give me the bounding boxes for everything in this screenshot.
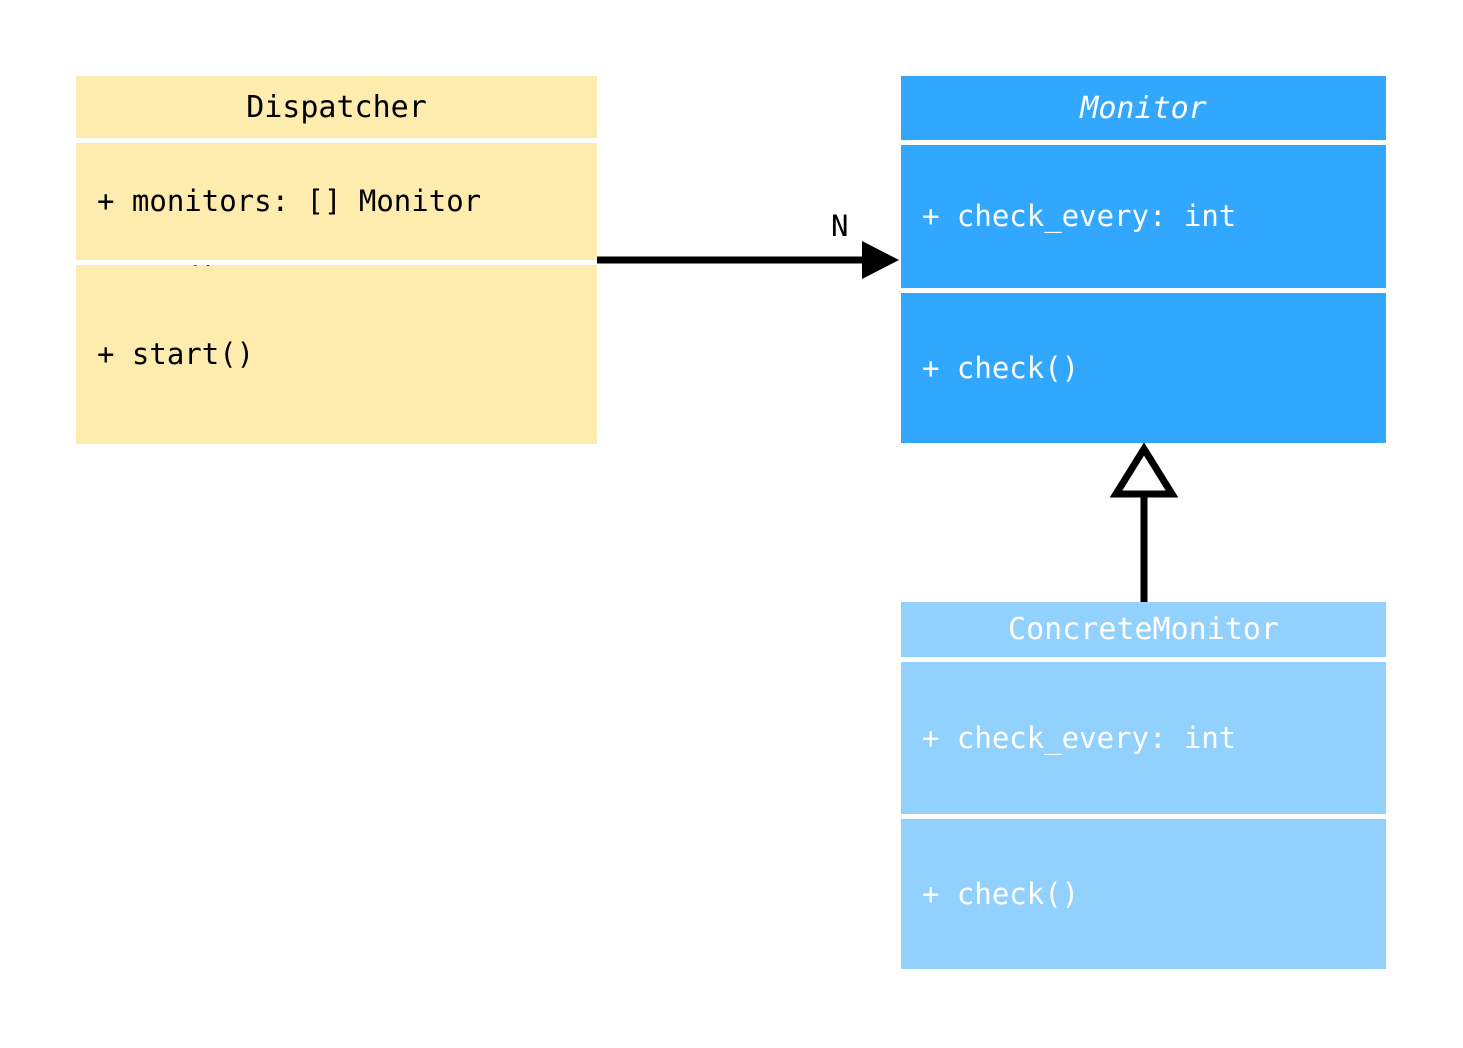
class-name-monitor: Monitor <box>1080 90 1207 126</box>
association-dispatcher-to-monitor <box>597 241 899 279</box>
attribute-item: + check_every: int <box>922 199 1237 234</box>
operation-item: + stop() <box>97 440 597 444</box>
attribute-item: + check_every: int <box>922 720 1237 755</box>
class-name-dispatcher: Dispatcher <box>246 89 427 125</box>
class-attributes-compartment-monitor: + check_every: int <box>901 145 1386 288</box>
class-operations-compartment-concretemonitor: + check() <box>901 819 1386 969</box>
operation-list-dispatcher: + run() + start() + stop() <box>76 265 597 444</box>
class-attributes-compartment-concretemonitor: + check_every: int <box>901 662 1386 814</box>
attribute-list-concretemonitor: + check_every: int <box>901 662 1386 814</box>
class-name-concretemonitor: ConcreteMonitor <box>1008 612 1279 647</box>
operation-list-concretemonitor: + check() <box>901 819 1386 969</box>
class-attributes-compartment-dispatcher: + monitors: [] Monitor <box>76 143 597 260</box>
operation-item: + check() <box>922 876 1080 911</box>
operation-item: + check() <box>922 350 1080 385</box>
class-box-monitor[interactable]: Monitor + check_every: int + check() <box>901 76 1386 443</box>
class-operations-compartment-dispatcher: + run() + start() + stop() <box>76 265 597 444</box>
class-operations-compartment-monitor: + check() <box>901 293 1386 443</box>
attribute-list-dispatcher: + monitors: [] Monitor <box>76 143 597 260</box>
attribute-list-monitor: + check_every: int <box>901 145 1386 288</box>
attribute-item: + monitors: [] Monitor <box>97 184 482 219</box>
operation-list-monitor: + check() <box>901 293 1386 443</box>
association-multiplicity-label: N <box>831 209 849 243</box>
operation-item: + start() <box>97 337 255 372</box>
class-title-compartment-monitor: Monitor <box>901 76 1386 140</box>
operation-item: + run() <box>97 265 597 269</box>
class-title-compartment-dispatcher: Dispatcher <box>76 76 597 138</box>
class-box-dispatcher[interactable]: Dispatcher + monitors: [] Monitor + run(… <box>76 76 597 444</box>
filled-arrowhead-icon <box>862 241 899 279</box>
generalization-concretemonitor-to-monitor <box>1109 442 1179 602</box>
class-title-compartment-concretemonitor: ConcreteMonitor <box>901 602 1386 657</box>
class-box-concretemonitor[interactable]: ConcreteMonitor + check_every: int + che… <box>901 602 1386 969</box>
hollow-triangle-icon <box>1109 442 1179 498</box>
